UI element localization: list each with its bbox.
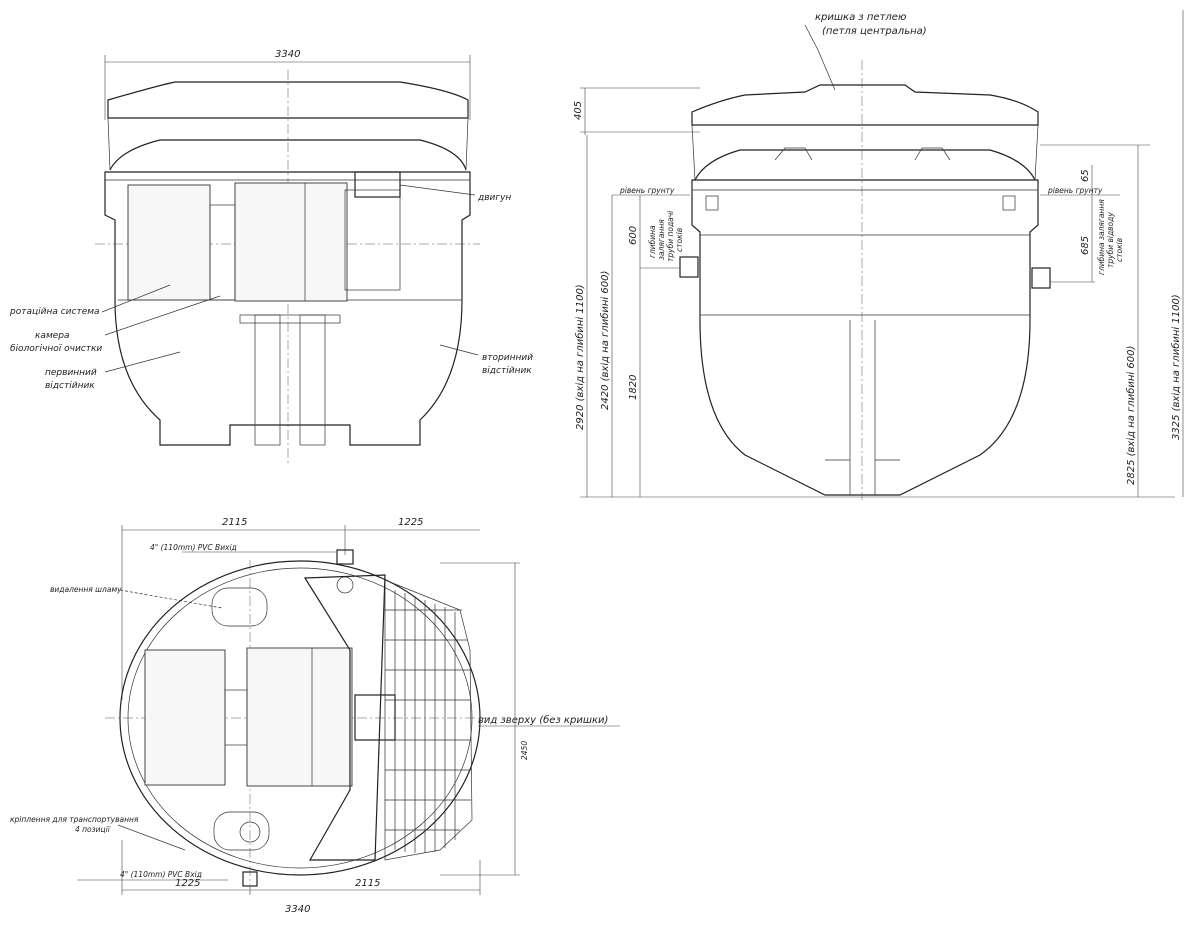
label-transport-mount: кріплення для транспортування [10, 815, 139, 824]
dim-3340: 3340 [285, 904, 310, 915]
svg-text:труби відводу: труби відводу [1106, 212, 1115, 268]
svg-text:залягання: залягання [657, 219, 666, 260]
svg-text:труби подачі: труби подачі [666, 210, 675, 262]
label-view-title: вид зверху (без кришки) [478, 714, 608, 726]
label-primary-settler: первинний [45, 368, 97, 378]
label-motor: двигун [477, 193, 511, 203]
dim-2115: 2115 [222, 517, 247, 528]
label-pvc-inlet: 4" (110mm) PVC Вхід [120, 870, 202, 879]
dim-600: 600 [628, 226, 639, 245]
dim-1225: 1225 [175, 878, 200, 889]
rotor-drum [234, 182, 348, 302]
label-ground-level: рівень грунту [619, 186, 675, 195]
dim-2115: 2115 [355, 878, 380, 889]
dim-2420: 2420 (вхід на глибині 600) [599, 271, 611, 410]
inlet-pipe [679, 256, 699, 278]
svg-text:глибина: глибина [648, 225, 657, 258]
svg-text:стоків: стоків [1115, 238, 1124, 262]
label-rotation-system: ротаційна система [9, 307, 100, 317]
rotor-drum [127, 184, 211, 301]
motor [354, 171, 401, 198]
label-ground-level: рівень грунту [1047, 186, 1103, 195]
label-lid: кришка з петлею [815, 12, 906, 23]
svg-text:стоків: стоків [675, 228, 684, 252]
svg-text:(петля центральна): (петля центральна) [822, 26, 927, 37]
label-secondary-settler: вторинний [482, 353, 533, 363]
dim-1225: 1225 [398, 517, 423, 528]
lid [107, 81, 469, 119]
label-sludge-removal: видалення шламу [50, 585, 122, 594]
top-view: 2115 1225 4" (110mm) PVC Вихід видалення… [10, 517, 620, 915]
tank-body [691, 179, 1039, 496]
label-outlet-depth: глибина залягання труби відводу стоків [1097, 199, 1124, 275]
outlet-pipe [336, 549, 354, 565]
svg-text:відстійник: відстійник [482, 366, 532, 376]
rotor-drum [144, 649, 226, 786]
svg-text:4 позиції: 4 позиції [75, 825, 111, 834]
svg-text:відстійник: відстійник [45, 381, 95, 391]
dim-2450: 2450 [520, 741, 529, 760]
dim-width: 3340 [275, 49, 300, 60]
dim-685: 685 [1080, 236, 1091, 255]
lid [691, 84, 1039, 126]
dim-2825: 2825 (вхід на глибині 600) [1125, 346, 1137, 485]
svg-text:глибина залягання: глибина залягання [1097, 199, 1106, 275]
dim-1820: 1820 [628, 375, 639, 400]
dim-65: 65 [1080, 169, 1091, 182]
rotor-drum [246, 647, 353, 787]
outlet-pipe [1031, 267, 1051, 289]
label-bio-chamber: камера [35, 331, 70, 341]
dim-3325: 3325 (вхід на глибині 1100) [1170, 294, 1182, 440]
label-pvc-outlet: 4" (110mm) PVC Вихід [150, 543, 237, 552]
dim-405: 405 [573, 101, 584, 120]
tank-body [104, 171, 471, 446]
motor [354, 694, 396, 741]
side-view: 3340 двигун ротаційна система камера біо… [9, 49, 533, 465]
label-inlet-depth: глибина залягання труби подачі стоків [648, 210, 684, 262]
front-view: кришка з петлею (петля центральна) 405 2… [573, 10, 1184, 500]
dim-2920: 2920 (вхід на глибині 1100) [574, 284, 586, 430]
svg-text:біологічної очистки: біологічної очистки [10, 344, 102, 354]
